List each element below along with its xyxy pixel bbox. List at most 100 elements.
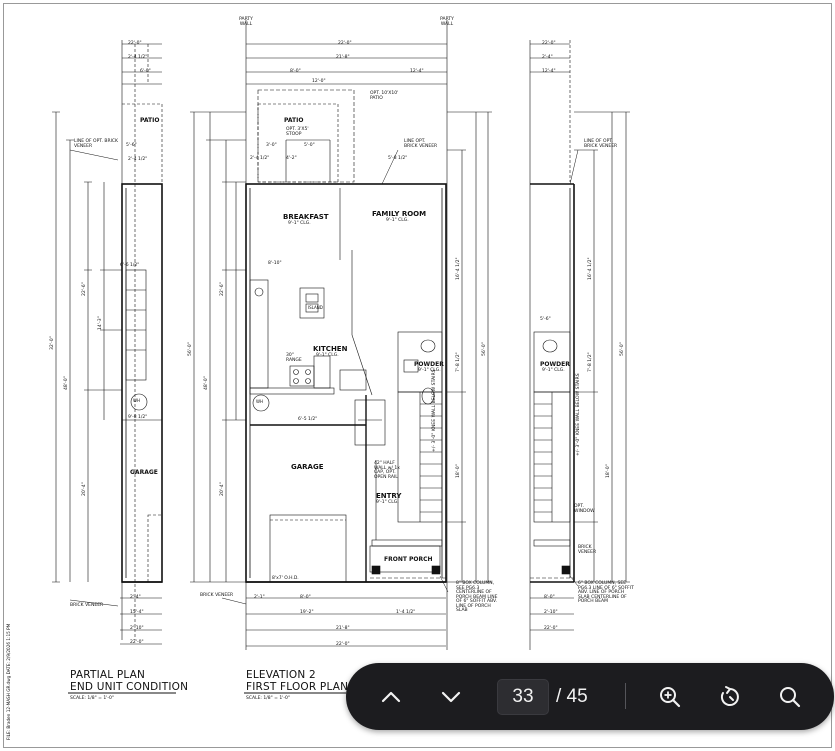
room-label-breakfast: BREAKFAST: [283, 213, 329, 221]
plan-title: ELEVATION 2: [246, 669, 316, 681]
note-brick-veneer: BRICK VENEER: [578, 545, 597, 555]
room-label-powder: POWDER: [414, 361, 444, 368]
dim-label: 20'-4": [220, 482, 225, 496]
dim-label: 7'-8 1/2": [456, 352, 461, 372]
room-label-patio: PATIO: [140, 117, 160, 124]
dim-label: 22'-0": [544, 626, 558, 631]
party-wall-label: PARTY WALL: [239, 17, 253, 27]
search-icon: [780, 687, 801, 708]
dim-label: 4'-2": [286, 156, 297, 161]
plan-title: PARTIAL PLAN: [70, 669, 146, 681]
dim-label: 22'-0": [128, 41, 142, 46]
plan-scale: SCALE: 1/8" = 1'-0": [246, 696, 290, 701]
dim-label: 2'-4": [130, 595, 141, 600]
room-label-garage: GARAGE: [130, 469, 158, 476]
page-number-input[interactable]: 33: [497, 679, 549, 715]
note-ohd: 8'x7' O.H.D.: [272, 576, 299, 581]
page-total: / 45: [556, 686, 588, 707]
dim-label: 15'-4": [130, 610, 144, 615]
note-opt-brick: LINE OF OPT. BRICK VENEER: [584, 139, 618, 149]
dim-label: 16'-4 1/2": [588, 257, 593, 280]
dim-label: 18'-0": [606, 464, 611, 478]
dim-label: 21'-8": [336, 626, 350, 631]
label-range: 30" RANGE: [286, 353, 302, 363]
right-partial-plan: [529, 40, 630, 650]
center-plan: [190, 20, 492, 694]
dim-label: 56'-0": [188, 342, 193, 356]
dim-label: 19'-2": [300, 610, 314, 615]
pdf-toolbar: 33 / 45: [346, 663, 834, 730]
toolbar-divider: [625, 683, 626, 709]
dim-label: 2'-1": [254, 595, 265, 600]
dim-label: 1'-4 1/2": [396, 610, 416, 615]
note-box-column: 8" BOX COLUMN, SEE PG6.3 CENTERLINE OF P…: [456, 581, 498, 613]
dim-label: 2'-4 1/2": [128, 157, 148, 162]
plan-subtitle: FIRST FLOOR PLAN: [246, 681, 349, 693]
note-opt-patio: OPT. 10'X10' PATIO: [370, 91, 399, 101]
dim-label: 12'-0": [312, 79, 326, 84]
dim-label: 2'-4 1/2": [250, 156, 270, 161]
room-label-garage: GARAGE: [291, 463, 324, 471]
dim-label: 48'-0": [64, 376, 69, 390]
dim-label: 21'-8": [336, 55, 350, 60]
room-ceiling: 9'-1" CLG.: [288, 221, 311, 226]
note-knee-wall: +/- 3'-0" KNEE WALL BELOW STAIRS: [432, 369, 437, 452]
previous-page-button[interactable]: [374, 680, 408, 714]
dim-label: 7'-8 1/2": [588, 352, 593, 372]
room-label-kitchen: KITCHEN: [313, 345, 348, 353]
rotate-icon: [720, 686, 739, 706]
room-label-wh: WH: [256, 399, 263, 404]
dim-label: 2'-4": [542, 55, 553, 60]
dim-label: 20'-4": [82, 482, 87, 496]
label-island: ISLAND: [308, 305, 323, 310]
room-label-entry: ENTRY: [376, 492, 402, 500]
room-ceiling: 9'-1" CLG.: [542, 368, 565, 373]
note-brick-veneer: BRICK VENEER: [70, 603, 104, 608]
note-opt-window: OPT. WINDOW: [574, 504, 595, 514]
room-label-powder: POWDER: [540, 361, 570, 368]
zoom-in-button[interactable]: [653, 680, 687, 714]
dim-label: 22'-6": [220, 282, 225, 296]
search-button[interactable]: [773, 680, 807, 714]
plan-scale: SCALE: 1/8" = 1'-0": [70, 696, 114, 701]
dim-label: 2'-10": [130, 626, 144, 631]
dim-label: 22'-6": [82, 282, 87, 296]
party-wall-label: PARTY WALL: [440, 17, 454, 27]
dim-label: 22'-0": [336, 642, 350, 647]
dim-label: 6'-0": [140, 69, 151, 74]
dim-label: 6'-5 1/2": [298, 417, 318, 422]
next-page-button[interactable]: [434, 680, 468, 714]
rotate-button[interactable]: [713, 680, 747, 714]
chevron-up-icon: [381, 691, 401, 703]
dim-label: 22'-0": [130, 640, 144, 645]
room-ceiling: 9'-1" CLG.: [418, 368, 441, 373]
note-opt-brick: LINE OPT. BRICK VENEER: [404, 139, 438, 149]
dim-label: 8'-0": [290, 69, 301, 74]
note-box-column: 6" BOX COLUMN, SEE PG6.3 LINE OF 6" SOFF…: [578, 581, 634, 604]
room-ceiling: 9'-1" CLG.: [316, 353, 339, 358]
chevron-down-icon: [441, 691, 461, 703]
dim-label: 8'-0": [300, 595, 311, 600]
room-label-front-porch: FRONT PORCH: [384, 556, 433, 563]
dim-label: 5'-6": [126, 143, 137, 148]
dim-label: 16'-4 1/2": [456, 257, 461, 280]
dim-label: 22'-0": [338, 41, 352, 46]
room-label-wh: WH: [133, 398, 140, 403]
dim-label: 5'-6": [540, 317, 551, 322]
zoom-in-icon: [660, 687, 681, 708]
dim-label: 56'-0": [482, 342, 487, 356]
plan-subtitle: END UNIT CONDITION: [70, 681, 189, 693]
dim-label: 5'-0": [304, 143, 315, 148]
dim-label: 56'-0": [620, 342, 625, 356]
dim-label: 6'-6 1/2": [120, 263, 140, 268]
note-opt-stoop: OPT. 3'X5' STOOP: [286, 127, 309, 137]
room-ceiling: 9'-1" CLG.: [386, 218, 409, 223]
dim-label: 8'-0": [544, 595, 555, 600]
dim-label: 3'-0": [266, 143, 277, 148]
dim-label: 5'-8 1/2": [388, 156, 408, 161]
dim-label: 22'-0": [542, 41, 556, 46]
dim-label: 14'-3": [98, 316, 103, 330]
left-partial-plan: [52, 40, 176, 694]
